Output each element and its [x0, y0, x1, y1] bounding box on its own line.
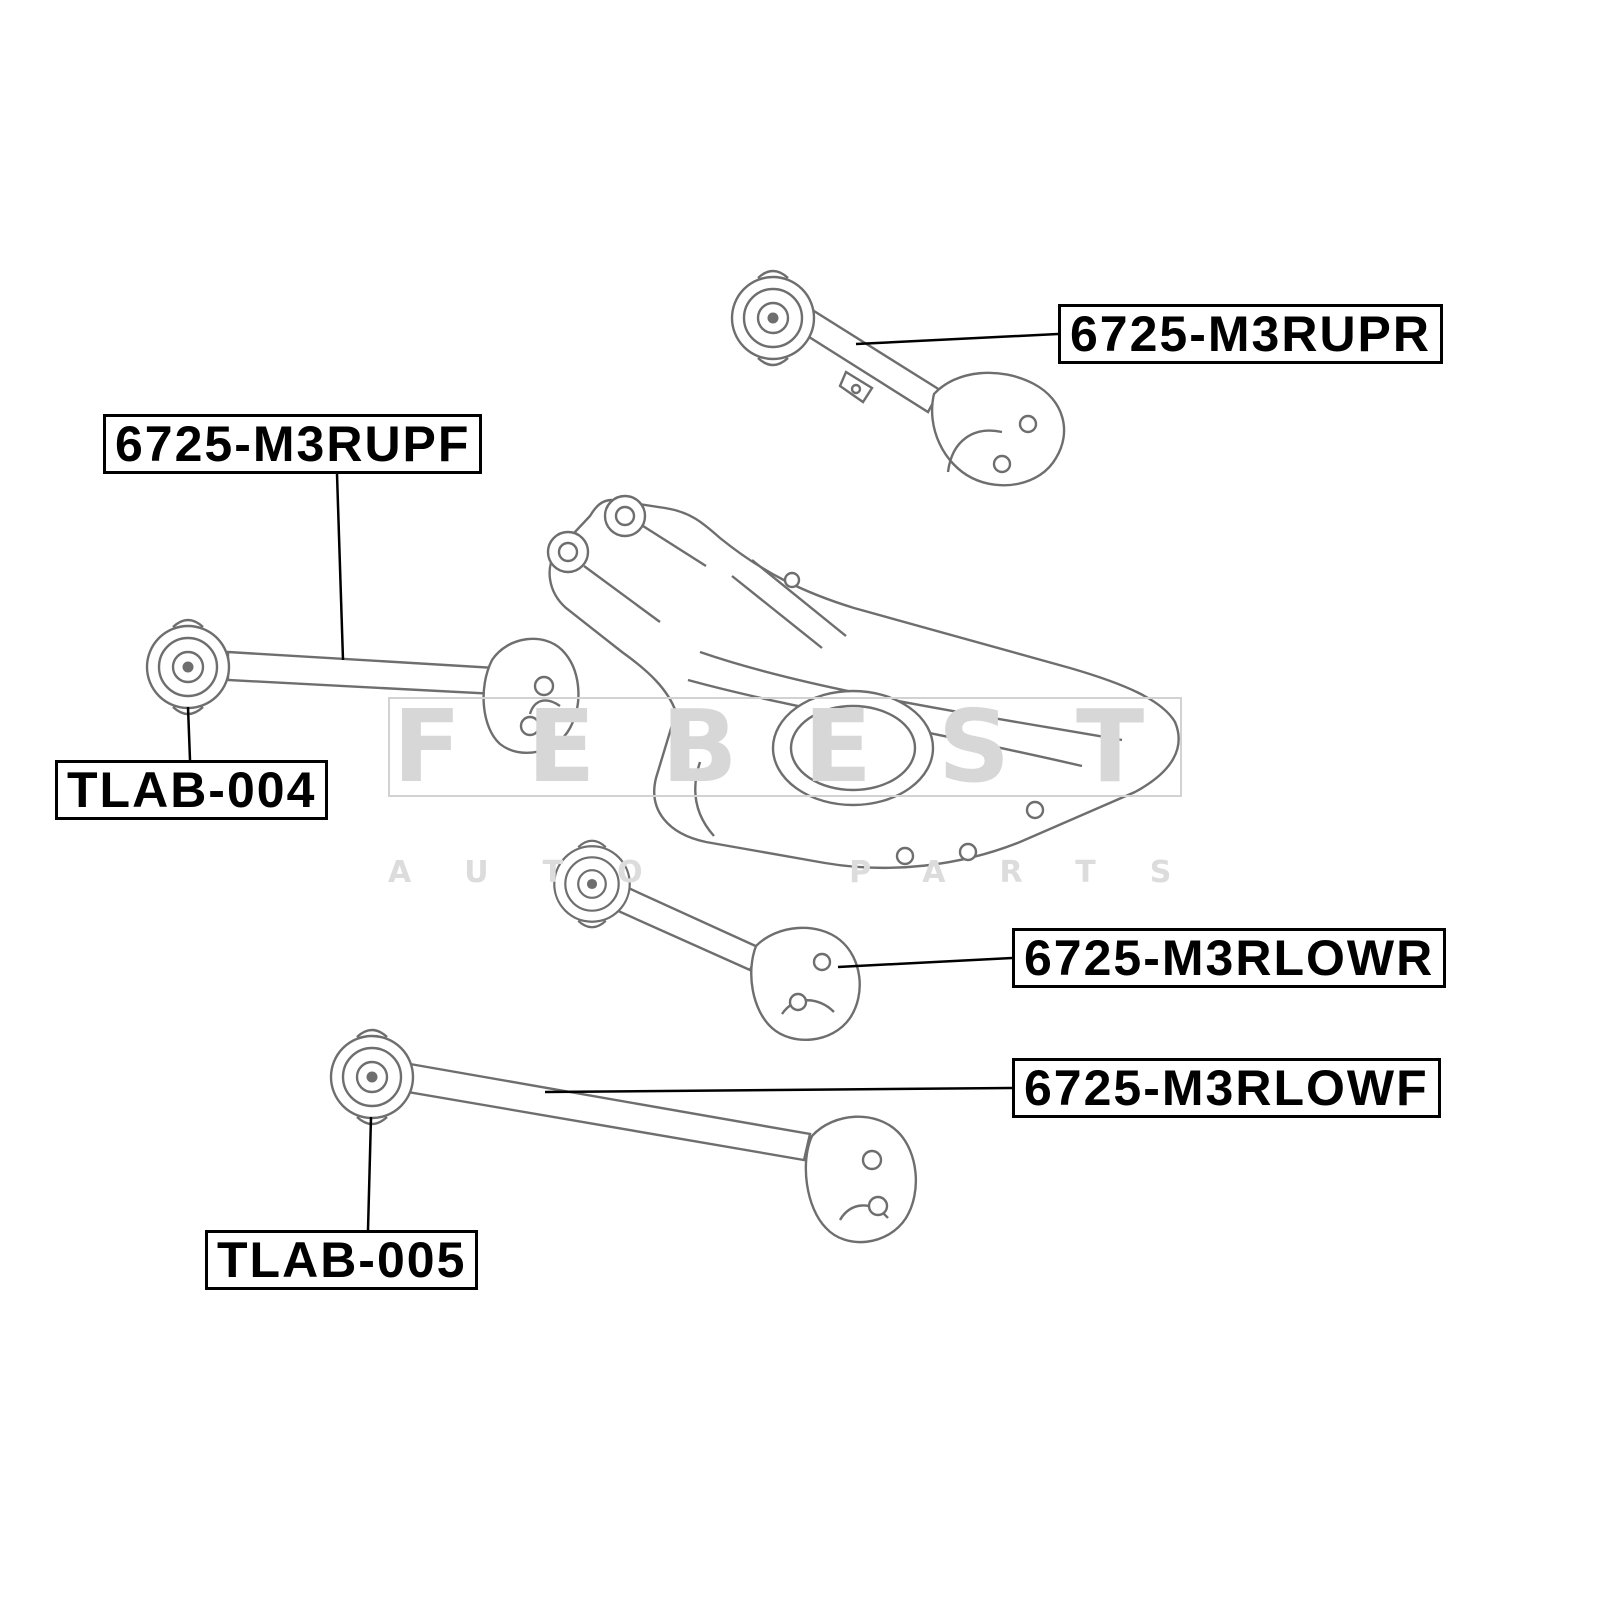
part-lower-arm-rear-drawing	[553, 839, 861, 1041]
leader-lines	[186, 332, 1059, 1231]
part-upper-arm-rear-drawing	[730, 269, 1066, 487]
part-lower-control-arm-drawing	[546, 494, 1180, 870]
label-tlab-004: TLAB-004	[55, 760, 329, 820]
label-6725-m3rlowr: 6725-M3RLOWR	[1012, 928, 1447, 988]
part-lower-arm-front-drawing	[329, 1028, 918, 1244]
part-upper-arm-front-drawing	[145, 618, 580, 754]
label-tlab-005: TLAB-005	[205, 1230, 479, 1290]
label-6725-m3rupr: 6725-M3RUPR	[1058, 304, 1444, 364]
label-6725-m3rlowf: 6725-M3RLOWF	[1012, 1058, 1441, 1118]
label-6725-m3rupf: 6725-M3RUPF	[103, 414, 483, 474]
